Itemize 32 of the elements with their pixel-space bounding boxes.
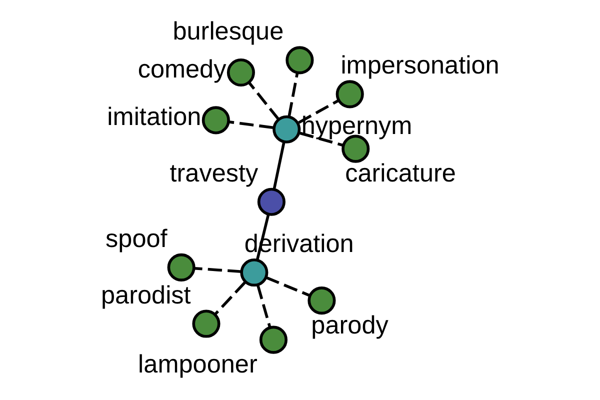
node-circle <box>226 58 254 87</box>
connector <box>299 132 344 147</box>
node-circle <box>285 46 314 74</box>
node-label: lampooner <box>138 350 257 379</box>
node-circle <box>192 310 220 338</box>
connector <box>264 276 310 297</box>
node-circle <box>166 253 195 282</box>
node-label: caricature <box>344 160 456 188</box>
node-label: impersonation <box>340 52 499 80</box>
node-label: travesty <box>169 159 258 188</box>
connector <box>248 82 280 120</box>
connector <box>194 266 242 274</box>
node-label: hypernym <box>300 112 412 140</box>
node-circle <box>335 80 364 108</box>
node-circle <box>307 286 336 315</box>
node-circle <box>201 106 230 134</box>
node-label: imitation <box>106 102 201 131</box>
connector <box>256 285 271 328</box>
node-circle <box>258 326 287 354</box>
connector <box>272 142 285 190</box>
node-label: parodist <box>100 281 190 310</box>
node-circle <box>240 258 268 287</box>
node-label: comedy <box>137 55 226 84</box>
node-label: parody <box>310 311 388 340</box>
node-label: burlesque <box>172 18 284 46</box>
connector <box>214 281 246 315</box>
connector <box>228 120 273 129</box>
connector <box>287 73 298 116</box>
node-label: spoof <box>105 224 167 253</box>
node-circle <box>272 115 300 144</box>
connector <box>298 99 339 124</box>
node-circle <box>256 188 285 216</box>
